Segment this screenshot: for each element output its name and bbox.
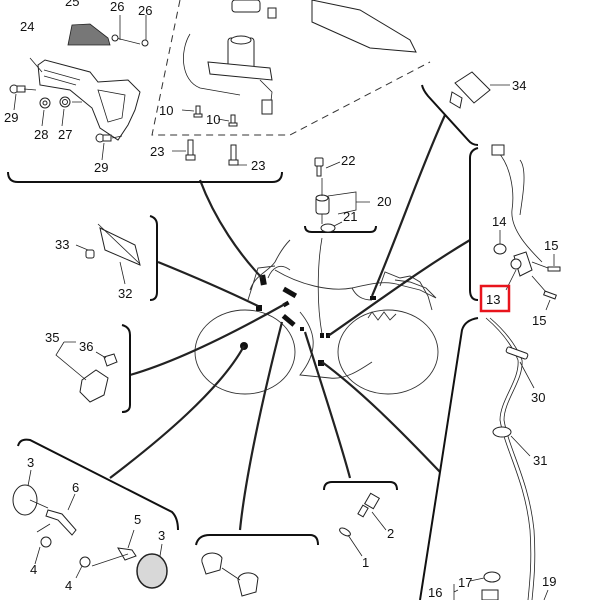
main-switch-assembly[interactable]	[183, 0, 277, 115]
highlight-box	[479, 284, 511, 313]
grommet-part-31[interactable]	[492, 426, 512, 438]
group-reflectors	[12, 438, 179, 589]
label-26b[interactable]: 26	[138, 3, 152, 18]
part-labels: 25 26 26 24 29 28 27 29 10 10 23 23 34 2…	[4, 0, 558, 600]
label-23b[interactable]: 23	[251, 158, 265, 173]
label-28[interactable]: 28	[34, 127, 48, 142]
group-fuel-cap-parts	[304, 157, 377, 233]
reflector-part-3a[interactable]	[12, 484, 38, 516]
group-bulb-sockets	[195, 534, 319, 597]
bolt-part-22[interactable]	[314, 157, 324, 177]
group-horn	[75, 215, 158, 301]
gasket-part-1[interactable]	[338, 526, 351, 537]
cable-clamp-part-30[interactable]	[505, 346, 529, 360]
bolt-part-29a[interactable]	[9, 84, 26, 94]
label-27[interactable]: 27	[58, 127, 72, 142]
label-1[interactable]: 1	[362, 555, 369, 570]
group-neutral-switch	[323, 481, 398, 557]
label-13[interactable]: 13	[486, 292, 500, 307]
seat-lock-part	[311, 0, 417, 53]
reflector-part-3b[interactable]	[136, 553, 168, 589]
oring-part-14[interactable]	[493, 243, 507, 255]
label-34[interactable]: 34	[512, 78, 526, 93]
label-10b[interactable]: 10	[206, 112, 220, 127]
callout-lines	[109, 114, 471, 531]
relay-part-34[interactable]	[449, 71, 491, 109]
collar-part-20[interactable]	[315, 194, 330, 215]
label-4a[interactable]: 4	[30, 562, 37, 577]
oring-part-17[interactable]	[483, 571, 501, 583]
group-bracket-assembly	[7, 0, 431, 183]
label-20[interactable]: 20	[377, 194, 391, 209]
label-36[interactable]: 36	[79, 339, 93, 354]
nut-part-28[interactable]	[39, 97, 51, 109]
label-10a[interactable]: 10	[159, 103, 173, 118]
bolt-part-15b[interactable]	[543, 290, 557, 300]
label-25[interactable]: 25	[65, 0, 79, 9]
label-23a[interactable]: 23	[150, 144, 164, 159]
stay-part-6[interactable]	[45, 509, 77, 536]
connector-part-36[interactable]	[103, 353, 118, 367]
label-3a[interactable]: 3	[27, 455, 34, 470]
label-16[interactable]: 16	[428, 585, 442, 600]
label-6[interactable]: 6	[72, 480, 79, 495]
label-5[interactable]: 5	[134, 512, 141, 527]
label-14[interactable]: 14	[492, 214, 506, 229]
connector-part-35[interactable]	[79, 369, 109, 403]
label-19[interactable]: 19	[542, 574, 556, 589]
nut-part-4b[interactable]	[79, 556, 91, 568]
label-35[interactable]: 35	[45, 330, 59, 345]
switch-part-2[interactable]	[357, 492, 381, 518]
label-3b[interactable]: 3	[158, 528, 165, 543]
label-15a[interactable]: 15	[544, 238, 558, 253]
screw-part-10b[interactable]	[228, 114, 238, 127]
label-33[interactable]: 33	[55, 237, 69, 252]
group-connector	[55, 324, 131, 413]
motorcycle-silhouette	[194, 239, 439, 395]
label-22[interactable]: 22	[341, 153, 355, 168]
label-2[interactable]: 2	[387, 526, 394, 541]
connector-part-sensor[interactable]	[491, 144, 505, 156]
bolt-part-33[interactable]	[85, 249, 95, 259]
screw-part-10a[interactable]	[193, 105, 203, 118]
label-29b[interactable]: 29	[94, 160, 108, 175]
label-32[interactable]: 32	[118, 286, 132, 301]
label-4b[interactable]: 4	[65, 578, 72, 593]
label-24[interactable]: 24	[20, 19, 34, 34]
nut-part-4a[interactable]	[40, 536, 52, 548]
collar-part-27[interactable]	[59, 96, 71, 108]
label-26a[interactable]: 26	[110, 0, 124, 14]
bolt-part-15a[interactable]	[547, 266, 561, 272]
label-30[interactable]: 30	[531, 390, 545, 405]
label-31[interactable]: 31	[533, 453, 547, 468]
label-15b[interactable]: 15	[532, 313, 546, 328]
label-21[interactable]: 21	[343, 209, 357, 224]
label-17[interactable]: 17	[458, 575, 472, 590]
horn-part-32[interactable]	[97, 223, 141, 266]
socket-part-a[interactable]	[201, 552, 223, 575]
bolt-part-29b[interactable]	[95, 133, 112, 143]
socket-part-b[interactable]	[237, 572, 259, 597]
group-sensor	[469, 144, 561, 311]
bolt-part-23b[interactable]	[228, 144, 239, 166]
oring-part-21[interactable]	[320, 223, 336, 233]
cover-part-25[interactable]	[67, 23, 111, 46]
group-relay	[421, 71, 510, 146]
pump-part-16[interactable]	[481, 589, 499, 600]
bolt-part-23a[interactable]	[185, 139, 196, 161]
label-29a[interactable]: 29	[4, 110, 18, 125]
group-cable	[419, 317, 549, 600]
sensor-part-13[interactable]	[510, 251, 533, 277]
